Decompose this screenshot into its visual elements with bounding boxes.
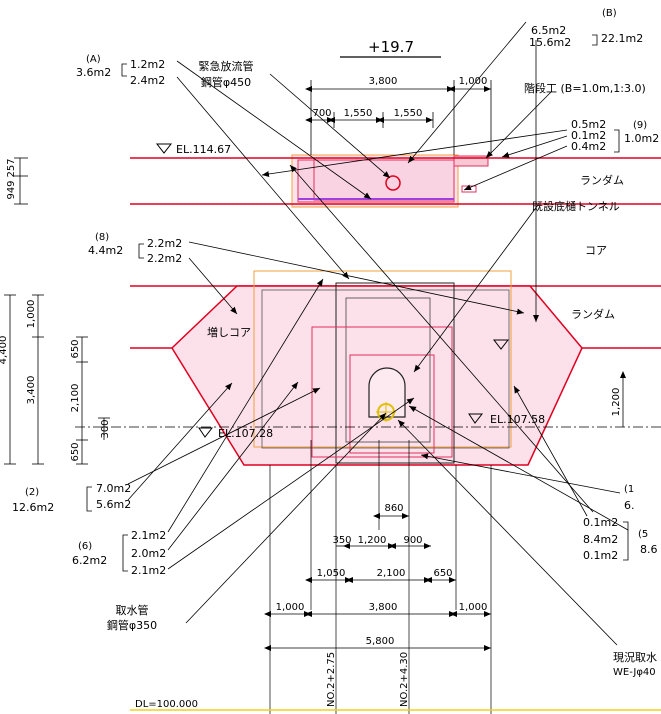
area-b-2: 15.6m2 bbox=[529, 36, 571, 49]
label-station-2: NO.2+4.30 bbox=[399, 652, 410, 707]
elevation-top: EL.114.67 bbox=[176, 143, 231, 156]
area-5-total: 8.6 bbox=[640, 543, 658, 556]
label-intake-pipe: 取水管 bbox=[116, 603, 149, 617]
dim-top-1000: 1,000 bbox=[459, 76, 488, 87]
dim-860: 860 bbox=[384, 503, 403, 514]
area-5-2: 8.4m2 bbox=[583, 533, 618, 546]
area-b-1: 6.5m2 bbox=[531, 24, 566, 37]
dim-700: 700 bbox=[312, 108, 331, 119]
area-9-tag: (9) bbox=[633, 120, 647, 131]
dim-5800: 5,800 bbox=[366, 636, 395, 647]
dim-1550-a: 1,550 bbox=[344, 108, 373, 119]
area-a-1: 1.2m2 bbox=[130, 58, 165, 71]
dim-1200-b: 1,200 bbox=[358, 535, 387, 546]
area-2-tag: (2) bbox=[25, 487, 39, 498]
area-6-total: 6.2m2 bbox=[72, 554, 107, 567]
label-station-1: NO.2+2.75 bbox=[326, 652, 337, 707]
tunnel-opening bbox=[368, 367, 406, 418]
dim-650-b: 650 bbox=[70, 442, 81, 461]
label-existing-intake-spec: WE-Jφ40 bbox=[613, 667, 656, 678]
area-a-total: 3.6m2 bbox=[76, 66, 111, 79]
dim-1200: 1,200 bbox=[611, 388, 622, 417]
label-emergency-pipe: 緊急放流管 bbox=[199, 59, 254, 73]
dimension-lines bbox=[4, 56, 626, 651]
dim-top-3800: 3,800 bbox=[369, 76, 398, 87]
dim-1050: 1,050 bbox=[317, 568, 346, 579]
dim-949: 949 bbox=[6, 180, 17, 199]
area-5-3: 0.1m2 bbox=[583, 549, 618, 562]
label-core: コア bbox=[585, 244, 607, 257]
elevation-markers bbox=[155, 143, 510, 438]
label-stairs: 階段工 (B=1.0m,1:3.0) bbox=[524, 81, 646, 95]
area-6-1: 2.1m2 bbox=[131, 529, 166, 542]
emergency-pipe-circle bbox=[385, 175, 401, 191]
brackets bbox=[86, 34, 629, 572]
area-9-2: 0.1m2 bbox=[571, 129, 606, 142]
dim-900: 900 bbox=[403, 535, 422, 546]
datum-label: DL=100.000 bbox=[135, 699, 198, 710]
dim-2100-b: 2,100 bbox=[377, 568, 406, 579]
dim-3400: 3,400 bbox=[26, 376, 37, 405]
label-emergency-pipe-spec: 鋼管φ450 bbox=[201, 75, 251, 89]
dim-1000: 1,000 bbox=[26, 300, 37, 329]
area-b-total: 22.1m2 bbox=[601, 32, 643, 45]
label-random-right: ランダム bbox=[571, 307, 615, 321]
area-5-1: 0.1m2 bbox=[583, 516, 618, 529]
lower-excavation bbox=[171, 270, 583, 466]
elevation-right: EL.107.58 bbox=[490, 413, 545, 426]
dim-257: 257 bbox=[6, 158, 17, 177]
area-9-total: 1.0m2 bbox=[624, 132, 659, 145]
area-8-1: 2.2m2 bbox=[147, 237, 182, 250]
label-extra-core: 増しコア bbox=[207, 326, 251, 339]
area-5-tag: (5 bbox=[638, 529, 648, 540]
dim-1550-b: 1,550 bbox=[394, 108, 423, 119]
area-1-total: 6. bbox=[624, 499, 635, 512]
area-a-tag: (A) bbox=[86, 54, 101, 65]
area-1-tag: (1 bbox=[624, 484, 634, 495]
area-8-tag: (8) bbox=[95, 232, 109, 243]
dim-350: 350 bbox=[332, 535, 351, 546]
dim-2100: 2,100 bbox=[70, 384, 81, 413]
area-6-2: 2.0m2 bbox=[131, 547, 166, 560]
dim-1000-b: 1,000 bbox=[459, 602, 488, 613]
dim-4400: 4,400 bbox=[0, 336, 9, 365]
area-6-3: 2.1m2 bbox=[131, 564, 166, 577]
area-2-total: 12.6m2 bbox=[12, 501, 54, 514]
area-9-1: 0.5m2 bbox=[571, 118, 606, 131]
label-existing-intake: 現況取水 bbox=[613, 650, 657, 664]
dim-3800: 3,800 bbox=[369, 602, 398, 613]
leader-lines bbox=[127, 21, 629, 646]
dim-300: 300 bbox=[100, 419, 111, 438]
area-a-2: 2.4m2 bbox=[130, 74, 165, 87]
dim-650-c: 650 bbox=[433, 568, 452, 579]
section-title: +19.7 bbox=[368, 38, 414, 56]
area-2-1: 7.0m2 bbox=[96, 482, 131, 495]
elevation-left: EL.107.28 bbox=[218, 427, 273, 440]
label-intake-pipe-spec: 鋼管φ350 bbox=[107, 618, 157, 632]
area-b-tag: (B) bbox=[602, 8, 617, 19]
dim-1000-a: 1,000 bbox=[276, 602, 305, 613]
label-tunnel: 既設底樋トンネル bbox=[532, 199, 620, 213]
label-random-top: ランダム bbox=[580, 173, 624, 187]
area-6-tag: (6) bbox=[78, 541, 92, 552]
area-8-2: 2.2m2 bbox=[147, 252, 182, 265]
area-8-total: 4.4m2 bbox=[88, 244, 123, 257]
area-9-3: 0.4m2 bbox=[571, 140, 606, 153]
area-2-2: 5.6m2 bbox=[96, 498, 131, 511]
upper-structure bbox=[291, 154, 489, 208]
dim-650-a: 650 bbox=[70, 339, 81, 358]
